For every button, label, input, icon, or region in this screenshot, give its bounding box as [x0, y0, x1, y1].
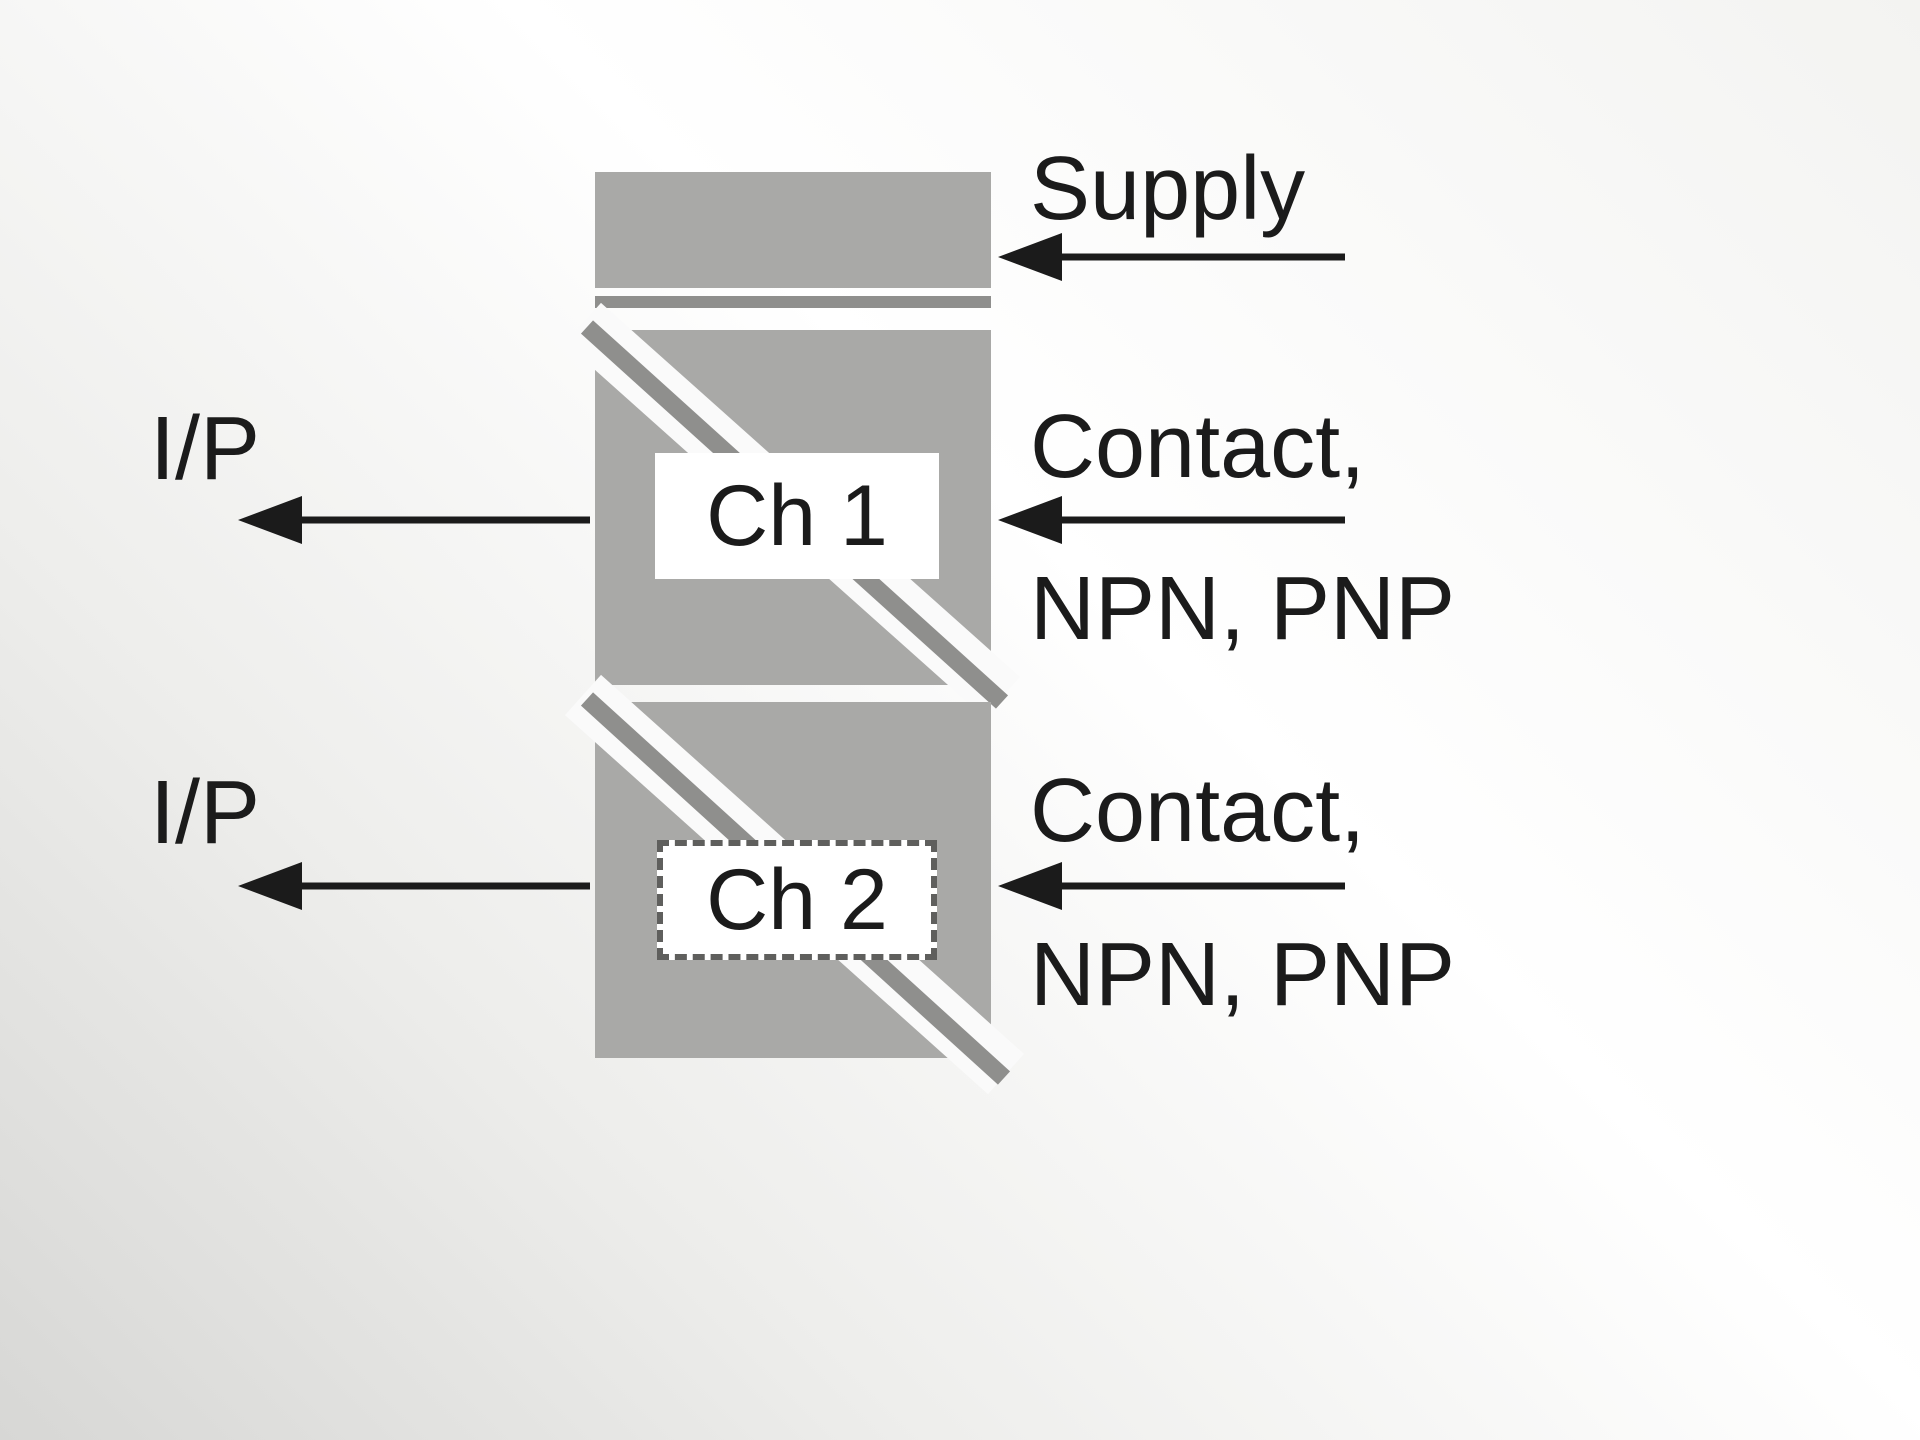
- channel-2-input-arrow-head: [998, 862, 1062, 910]
- supply-label: Supply: [1030, 139, 1306, 239]
- channel-2-output-label: I/P: [150, 763, 261, 863]
- channel-1-input-label-line2: NPN, PNP: [1030, 559, 1456, 659]
- channel-2-input-label-line2: NPN, PNP: [1030, 925, 1456, 1025]
- channel-2-output-arrow: [238, 862, 590, 910]
- supply-band: [595, 172, 991, 288]
- channel-1-label: Ch 1: [706, 467, 888, 564]
- channel-1-label-box: Ch 1: [655, 453, 939, 579]
- channel-2-label: Ch 2: [706, 851, 888, 948]
- supply-arrow-head: [998, 233, 1062, 281]
- channel-1-output-label: I/P: [150, 399, 261, 499]
- channel-1-output-arrow: [238, 496, 590, 544]
- channel-1-input-label-line1: Contact,: [1030, 397, 1366, 497]
- channel-2-input-arrow: [998, 862, 1345, 910]
- channel-1-output-arrow-head: [238, 496, 302, 544]
- channel-2-output-arrow-head: [238, 862, 302, 910]
- channel-1-input-arrow-head: [998, 496, 1062, 544]
- supply-arrow: [998, 233, 1345, 281]
- channel-2-input-label-line1: Contact,: [1030, 761, 1366, 861]
- channel-1-input-arrow: [998, 496, 1345, 544]
- supply-divider-bar: [595, 296, 991, 308]
- channel-2-label-box: Ch 2: [657, 840, 937, 960]
